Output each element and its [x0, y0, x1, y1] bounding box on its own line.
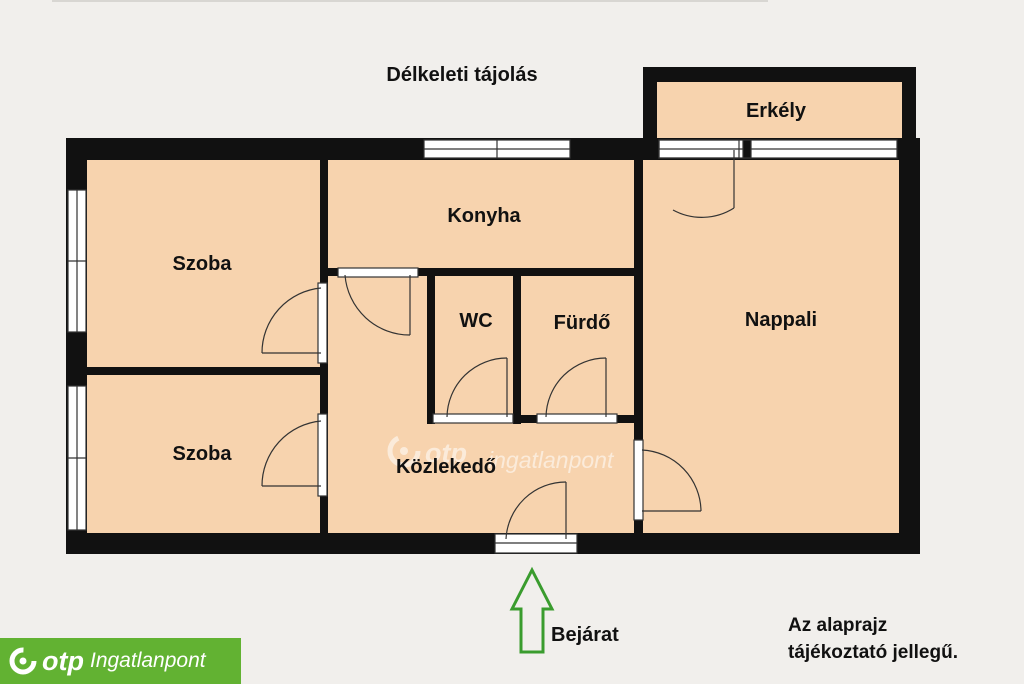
otp-logo-icon [9, 647, 37, 675]
logo-brand-text: Ingatlanpont [89, 649, 206, 672]
watermark-otp: otp [425, 438, 467, 468]
top-border-line [52, 0, 768, 2]
door-room-bottom [317, 413, 328, 497]
room-label-szoba-bottom: Szoba [173, 443, 233, 465]
otp-ingatlanpont-logo: otp Ingatlanpont [0, 638, 241, 684]
room-label-nappali: Nappali [745, 309, 817, 331]
logo-otp-text: otp [42, 645, 84, 676]
watermark-brand: ingatlanpont [488, 447, 615, 473]
door-bathroom [536, 413, 618, 424]
disclaimer: Az alaprajz tájékoztató jellegű. [788, 612, 958, 666]
door-room-top [317, 282, 328, 364]
room-label-furdo: Fürdő [554, 312, 611, 334]
disclaimer-line-1: Az alaprajz [788, 615, 888, 636]
door-kitchen [337, 267, 419, 278]
windows [67, 139, 898, 531]
door-balcony [658, 139, 740, 159]
doors [317, 139, 740, 554]
entrance-arrow-icon [509, 566, 555, 654]
floor-area [66, 138, 920, 554]
disclaimer-line-2: tájékoztató jellegű. [788, 642, 958, 663]
room-label-kozlekedo: Közlekedő [396, 456, 496, 478]
door-swings [261, 150, 735, 540]
entrance-label: Bejárat [551, 624, 619, 646]
door-living [633, 439, 644, 521]
orientation-label: Délkeleti tájolás [386, 64, 537, 86]
room-label-szoba-top: Szoba [173, 253, 233, 275]
door-wc [432, 413, 514, 424]
watermark: otp ingatlanpont [387, 434, 615, 473]
room-label-erkely: Erkély [746, 100, 807, 122]
room-label-konyha: Konyha [447, 205, 521, 227]
room-label-wc: WC [459, 310, 492, 332]
